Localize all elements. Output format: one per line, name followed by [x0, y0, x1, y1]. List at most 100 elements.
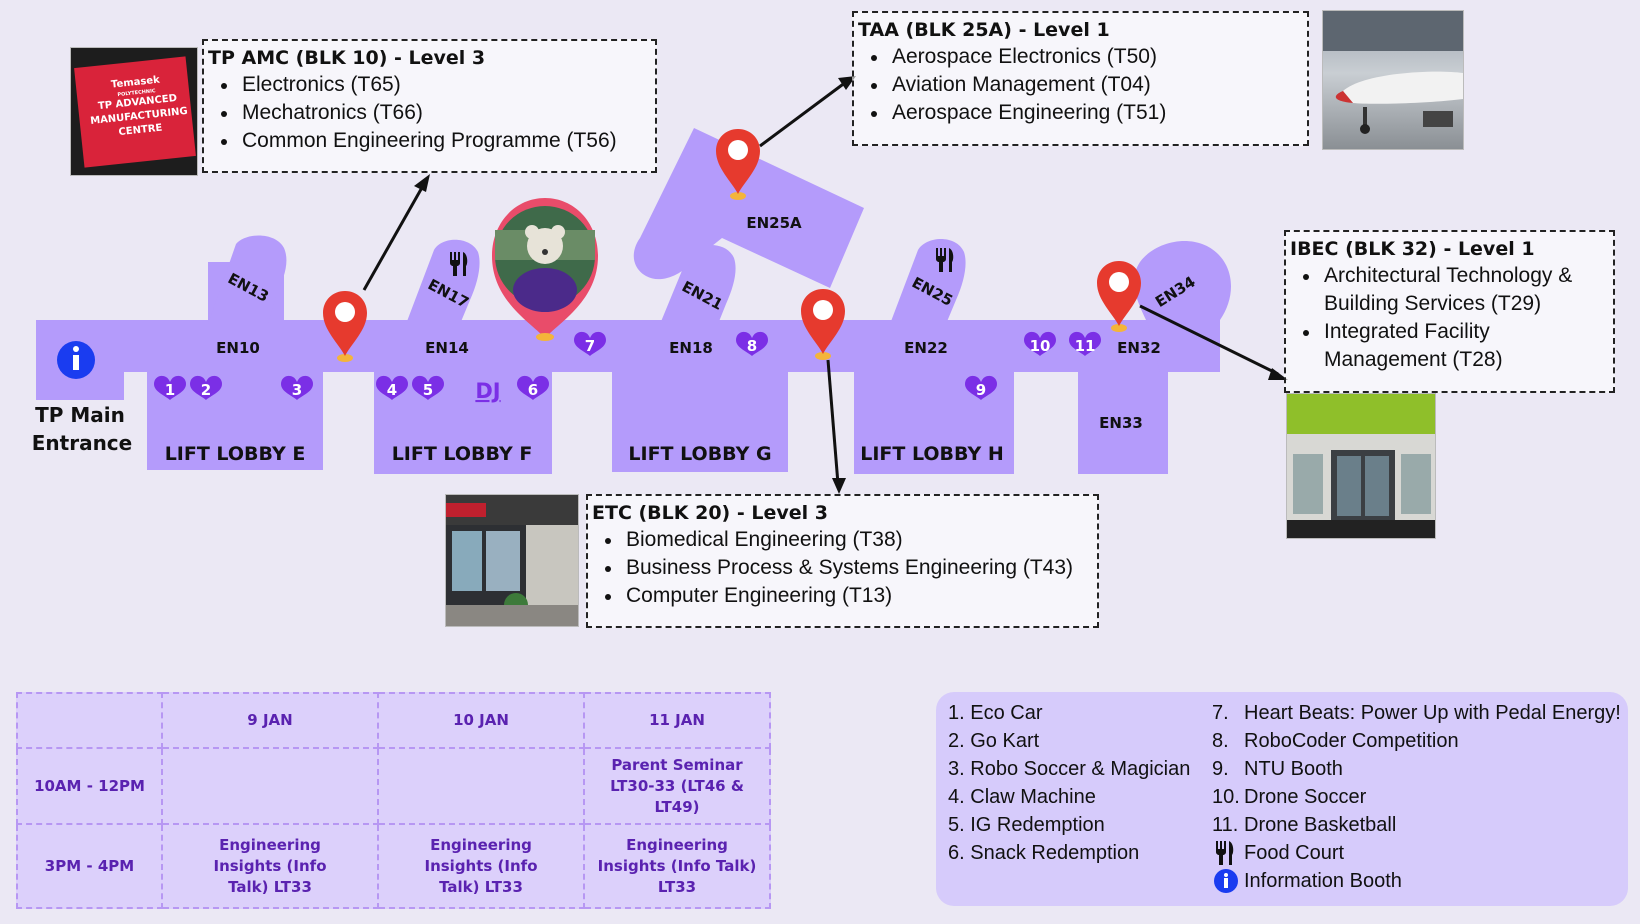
main-entrance-label: TP Main — [35, 403, 125, 427]
legend-item: 5. IG Redemption — [948, 813, 1105, 837]
heart-marker-5: 5 — [412, 375, 444, 400]
heart-marker-2: 2 — [190, 375, 222, 400]
svg-text:4: 4 — [387, 381, 397, 399]
svg-text:1: 1 — [165, 381, 175, 399]
schedule-cell: Engineering Insights (Info Talk) LT33 — [161, 823, 379, 909]
heart-marker-9: 9 — [965, 375, 997, 400]
mascot-marker — [492, 198, 598, 341]
svg-text:3: 3 — [292, 381, 302, 399]
ibec-entrance-photo — [1286, 393, 1436, 539]
legend-label: Information Booth — [1244, 870, 1402, 892]
legend-number: 4. — [948, 786, 965, 808]
taa-item: Aviation Management (T04) — [871, 71, 1301, 99]
tp-amc-title: TP AMC (BLK 10) - Level 3 — [208, 47, 486, 69]
legend-label: RoboCoder Competition — [1244, 730, 1459, 752]
schedule-cell: Parent Seminar LT30-33 (LT46 & LT49) — [583, 747, 771, 825]
tp-amc-info-box: TP AMC (BLK 10) - Level 3 Electronics (T… — [202, 39, 657, 173]
schedule-time: 10AM - 12PM — [16, 747, 163, 825]
schedule-header-blank — [16, 692, 163, 749]
legend-number: 10. — [1212, 786, 1240, 808]
etc-item: Computer Engineering (T13) — [605, 582, 1091, 610]
schedule-cell: Engineering Insights (Info Talk) LT33 — [583, 823, 771, 909]
svg-text:8: 8 — [747, 337, 757, 355]
heart-marker-3: 3 — [281, 375, 313, 400]
room-en18: EN18 — [669, 339, 713, 357]
information-icon — [1214, 869, 1238, 893]
legend-number: 7. — [1212, 702, 1229, 724]
legend-label: Eco Car — [970, 702, 1043, 724]
legend-label: Robo Soccer & Magician — [970, 758, 1191, 780]
legend-label: Drone Basketball — [1244, 814, 1397, 836]
svg-text:10: 10 — [1030, 337, 1051, 355]
lobby-h-label: LIFT LOBBY H — [860, 443, 1004, 465]
direction-arrows — [362, 76, 1288, 494]
legend-item: 11.Drone Basketball — [1212, 813, 1396, 837]
legend-label: Heart Beats: Power Up with Pedal Energy! — [1244, 702, 1621, 724]
legend-label: Claw Machine — [970, 786, 1096, 808]
legend-number: 3. — [948, 758, 965, 780]
room-en32: EN32 — [1117, 339, 1161, 357]
room-en22: EN22 — [904, 339, 948, 357]
taa-title: TAA (BLK 25A) - Level 1 — [858, 19, 1110, 41]
legend-number: 5. — [948, 814, 965, 836]
svg-text:9: 9 — [976, 381, 986, 399]
legend-label: Snack Redemption — [970, 842, 1140, 864]
schedule-header-11jan: 11 JAN — [583, 692, 771, 749]
heart-marker-10: 10 — [1024, 331, 1056, 356]
heart-marker-4: 4 — [376, 375, 408, 400]
svg-text:11: 11 — [1075, 337, 1096, 355]
aircraft-illustration — [1323, 11, 1463, 134]
taa-aircraft-photo — [1322, 10, 1464, 150]
legend-number: 11. — [1212, 814, 1239, 836]
information-icon — [57, 341, 95, 379]
etc-info-box: ETC (BLK 20) - Level 3 Biomedical Engine… — [586, 494, 1099, 628]
tp-amc-item: Electronics (T65) — [221, 71, 649, 99]
main-entrance-label-2: Entrance — [32, 431, 132, 455]
legend-label: Drone Soccer — [1244, 786, 1367, 808]
heart-marker-11: 11 — [1069, 331, 1101, 356]
legend-number: 6. — [948, 842, 965, 864]
dj-label: DJ — [475, 379, 500, 403]
legend-label: Go Kart — [970, 730, 1040, 752]
room-en14: EN14 — [425, 339, 469, 357]
svg-text:2: 2 — [201, 381, 211, 399]
schedule-cell: Engineering Insights (Info Talk) LT33 — [377, 823, 585, 909]
heart-marker-7: 7 — [574, 331, 606, 356]
legend-information-booth: Information Booth — [1244, 869, 1402, 893]
etc-item: Business Process & Systems Engineering (… — [605, 554, 1091, 582]
legend-item: 3. Robo Soccer & Magician — [948, 757, 1190, 781]
booth-illustration — [446, 495, 578, 626]
heart-marker-6: 6 — [517, 375, 549, 400]
room-en10: EN10 — [216, 339, 260, 357]
lobby-f-label: LIFT LOBBY F — [392, 443, 533, 465]
legend-label: NTU Booth — [1244, 758, 1343, 780]
heart-marker-8: 8 — [736, 331, 768, 356]
tp-amc-item: Common Engineering Programme (T56) — [221, 127, 649, 155]
tp-amc-photo: Temasek POLYTECHNIC TP ADVANCED MANUFACT… — [70, 47, 198, 176]
etc-booth-photo — [445, 494, 579, 627]
legend-item: 10.Drone Soccer — [1212, 785, 1366, 809]
schedule-cell — [377, 747, 585, 825]
legend-number: 2. — [948, 730, 965, 752]
etc-title: ETC (BLK 20) - Level 3 — [592, 502, 828, 524]
taa-item: Aerospace Engineering (T51) — [871, 99, 1301, 127]
ibec-item: Architectural Technology & Building Serv… — [1303, 262, 1607, 318]
taa-info-box: TAA (BLK 25A) - Level 1 Aerospace Electr… — [852, 11, 1309, 146]
legend-item: 4. Claw Machine — [948, 785, 1096, 809]
legend-panel: 1. Eco Car 2. Go Kart 3. Robo Soccer & M… — [936, 692, 1628, 906]
legend-label: Food Court — [1244, 842, 1345, 864]
legend-item: 1. Eco Car — [948, 701, 1043, 725]
ibec-item: Integrated Facility Management (T28) — [1303, 318, 1607, 374]
heart-marker-1: 1 — [154, 375, 186, 400]
svg-text:5: 5 — [423, 381, 433, 399]
floor-plan — [36, 128, 1231, 474]
legend-number: 9. — [1212, 758, 1229, 780]
legend-number: 1. — [948, 702, 965, 724]
taa-item: Aerospace Electronics (T50) — [871, 43, 1301, 71]
schedule-time: 3PM - 4PM — [16, 823, 163, 909]
legend-food-court: Food Court — [1244, 841, 1344, 865]
legend-label: IG Redemption — [970, 814, 1105, 836]
building-entrance-illustration — [1287, 394, 1435, 538]
ibec-title: IBEC (BLK 32) - Level 1 — [1290, 238, 1535, 260]
